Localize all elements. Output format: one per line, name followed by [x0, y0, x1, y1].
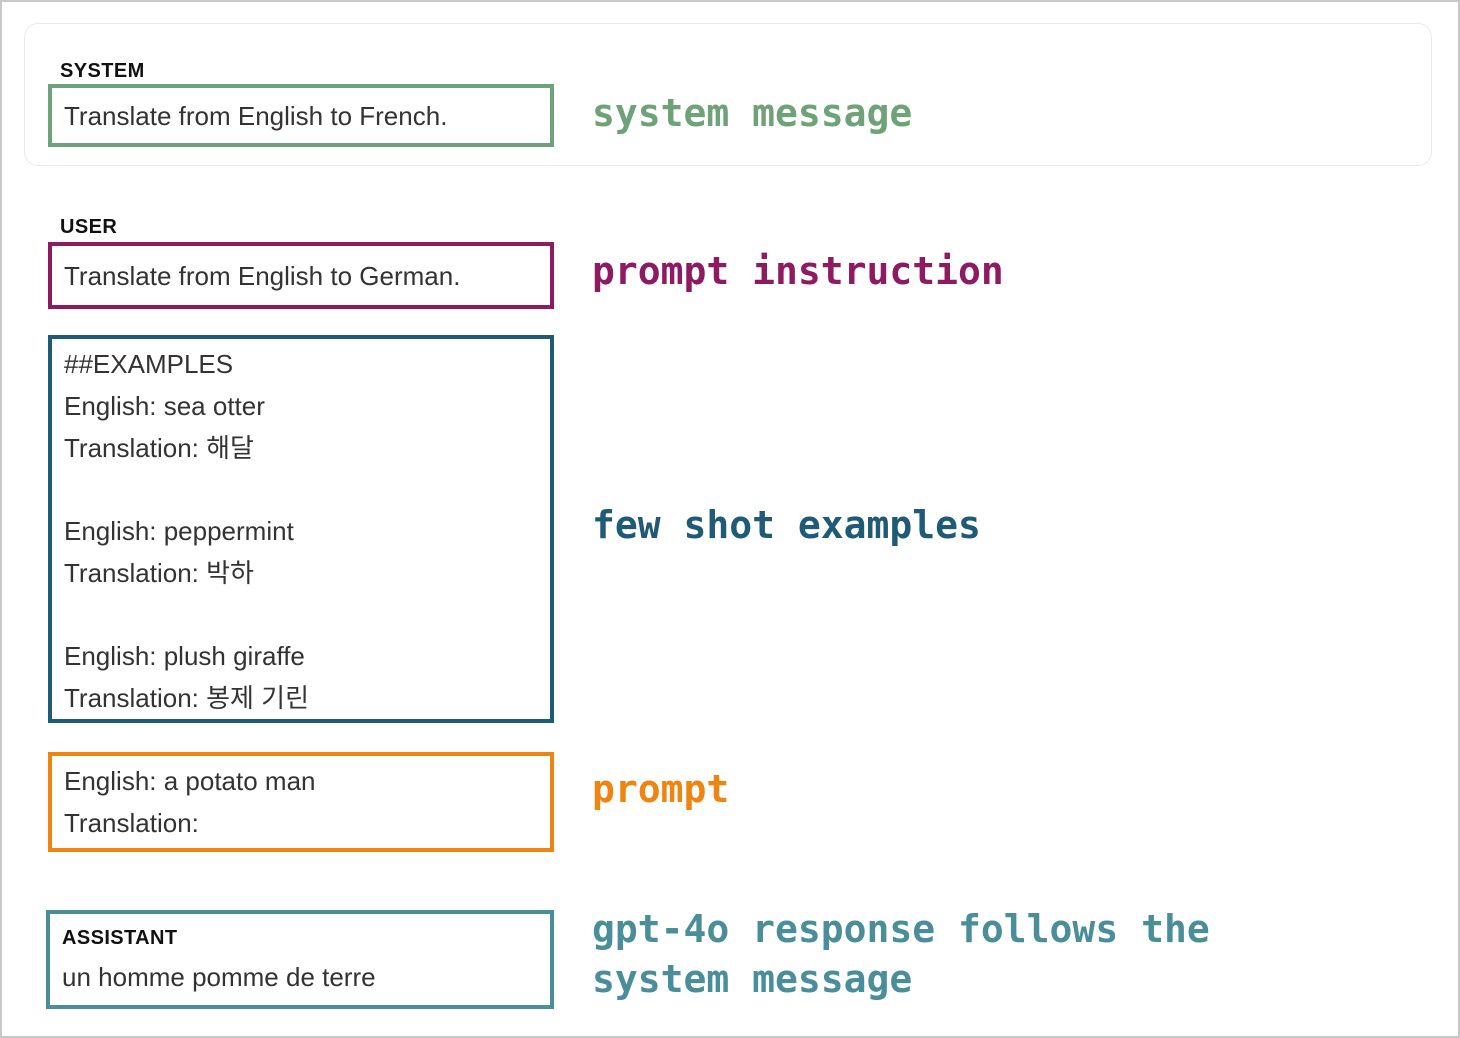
prompt-instruction-box: Translate from English to German. — [48, 242, 554, 309]
system-message-box: Translate from English to French. — [48, 84, 554, 147]
few-shot-examples-box: ##EXAMPLES English: sea otter Translatio… — [48, 335, 554, 723]
few-shot-examples-annotation: few shot examples — [592, 503, 981, 547]
assistant-role-label: ASSISTANT — [62, 927, 178, 949]
example-translation: Translation: 박하 — [64, 558, 254, 588]
system-role-label: SYSTEM — [60, 60, 145, 82]
response-annotation-line2: system message — [592, 957, 913, 1001]
user-role-label: USER — [60, 216, 118, 238]
examples-heading: ##EXAMPLES — [64, 349, 234, 379]
example-spacer — [64, 594, 538, 635]
example-translation: Translation: 해달 — [64, 433, 254, 463]
system-message-annotation: system message — [592, 91, 913, 135]
prompt-annotation: prompt — [592, 767, 730, 811]
prompt-instruction-annotation: prompt instruction — [592, 249, 1004, 293]
prompt-translation-text: Translation: — [64, 808, 199, 838]
prompt-box: English: a potato man Translation: — [48, 752, 554, 852]
example-english: English: plush giraffe — [64, 641, 305, 671]
system-message-text: Translate from English to French. — [64, 100, 448, 131]
example-translation: Translation: 봉제 기린 — [64, 683, 310, 713]
prompt-english-text: English: a potato man — [64, 766, 316, 796]
example-english: English: sea otter — [64, 391, 265, 421]
example-spacer — [64, 469, 538, 510]
assistant-response-text: un homme pomme de terre — [62, 962, 376, 992]
prompt-instruction-text: Translate from English to German. — [64, 260, 461, 291]
example-english: English: peppermint — [64, 516, 294, 546]
system-card — [24, 23, 1432, 166]
response-annotation-line1: gpt-4o response follows the — [592, 907, 1210, 951]
assistant-response-box: ASSISTANT un homme pomme de terre — [46, 910, 554, 1009]
